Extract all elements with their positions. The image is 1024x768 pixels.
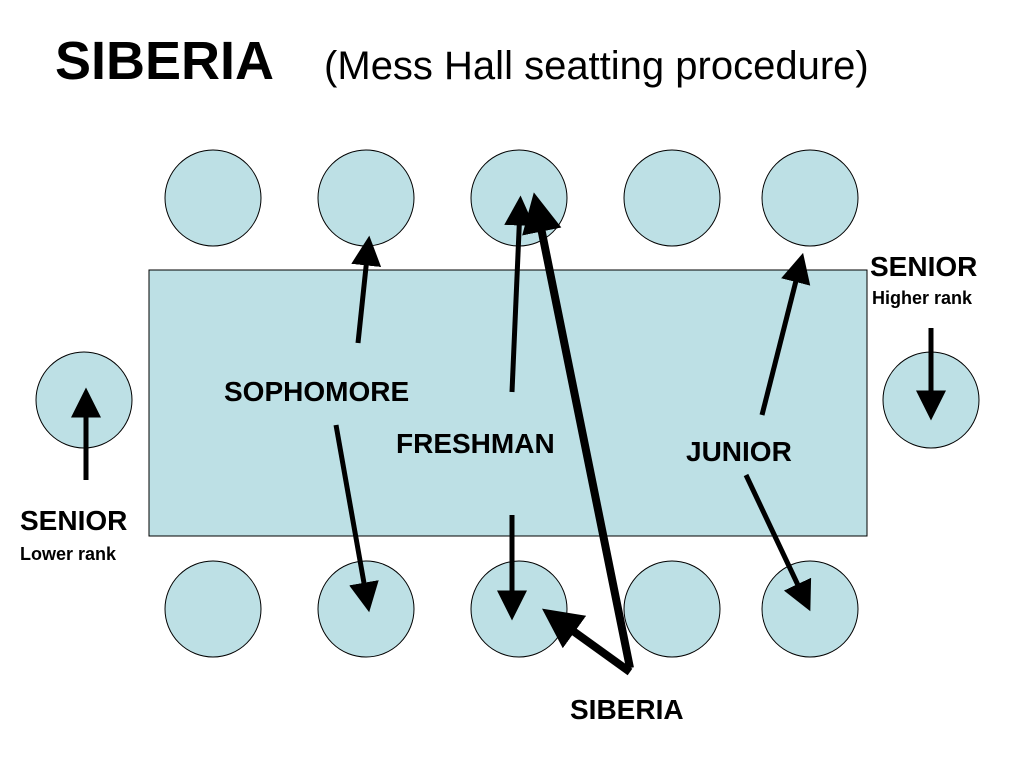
title-subtitle: (Mess Hall seatting procedure) — [324, 44, 869, 88]
arrow-freshman-up — [504, 195, 535, 393]
arrow-junior-down — [743, 473, 812, 612]
arrow-siberia-bottom — [542, 608, 633, 676]
label-senior-left-rank: Lower rank — [20, 544, 117, 564]
seat-top-4 — [623, 149, 721, 247]
seat-bottom-3 — [470, 560, 568, 658]
seat-bottom-5 — [761, 560, 859, 658]
label-sophomore: SOPHOMORE — [224, 376, 410, 407]
label-senior-right: SENIOR — [870, 251, 978, 282]
arrow-siberia-top — [522, 192, 634, 669]
seat-bottom-2 — [317, 560, 415, 658]
arrow-junior-up — [759, 252, 811, 416]
label-senior-right-rank: Higher rank — [872, 288, 973, 308]
label-senior-left: SENIOR — [20, 505, 128, 536]
seat-bottom-4 — [623, 560, 721, 658]
label-freshman: FRESHMAN — [396, 428, 555, 459]
arrow-sophomore-up — [351, 235, 382, 344]
mess-table — [148, 269, 868, 537]
seat-top-1 — [164, 149, 262, 247]
arrow-sophomore-down — [333, 424, 379, 613]
title-main: SIBERIA — [55, 31, 275, 91]
title: SIBERIA (Mess Hall seatting procedure) — [55, 30, 869, 92]
seat-bottom-1 — [164, 560, 262, 658]
label-junior: JUNIOR — [686, 436, 792, 467]
seat-top-2 — [317, 149, 415, 247]
label-siberia: SIBERIA — [570, 694, 684, 725]
seat-top-5 — [761, 149, 859, 247]
